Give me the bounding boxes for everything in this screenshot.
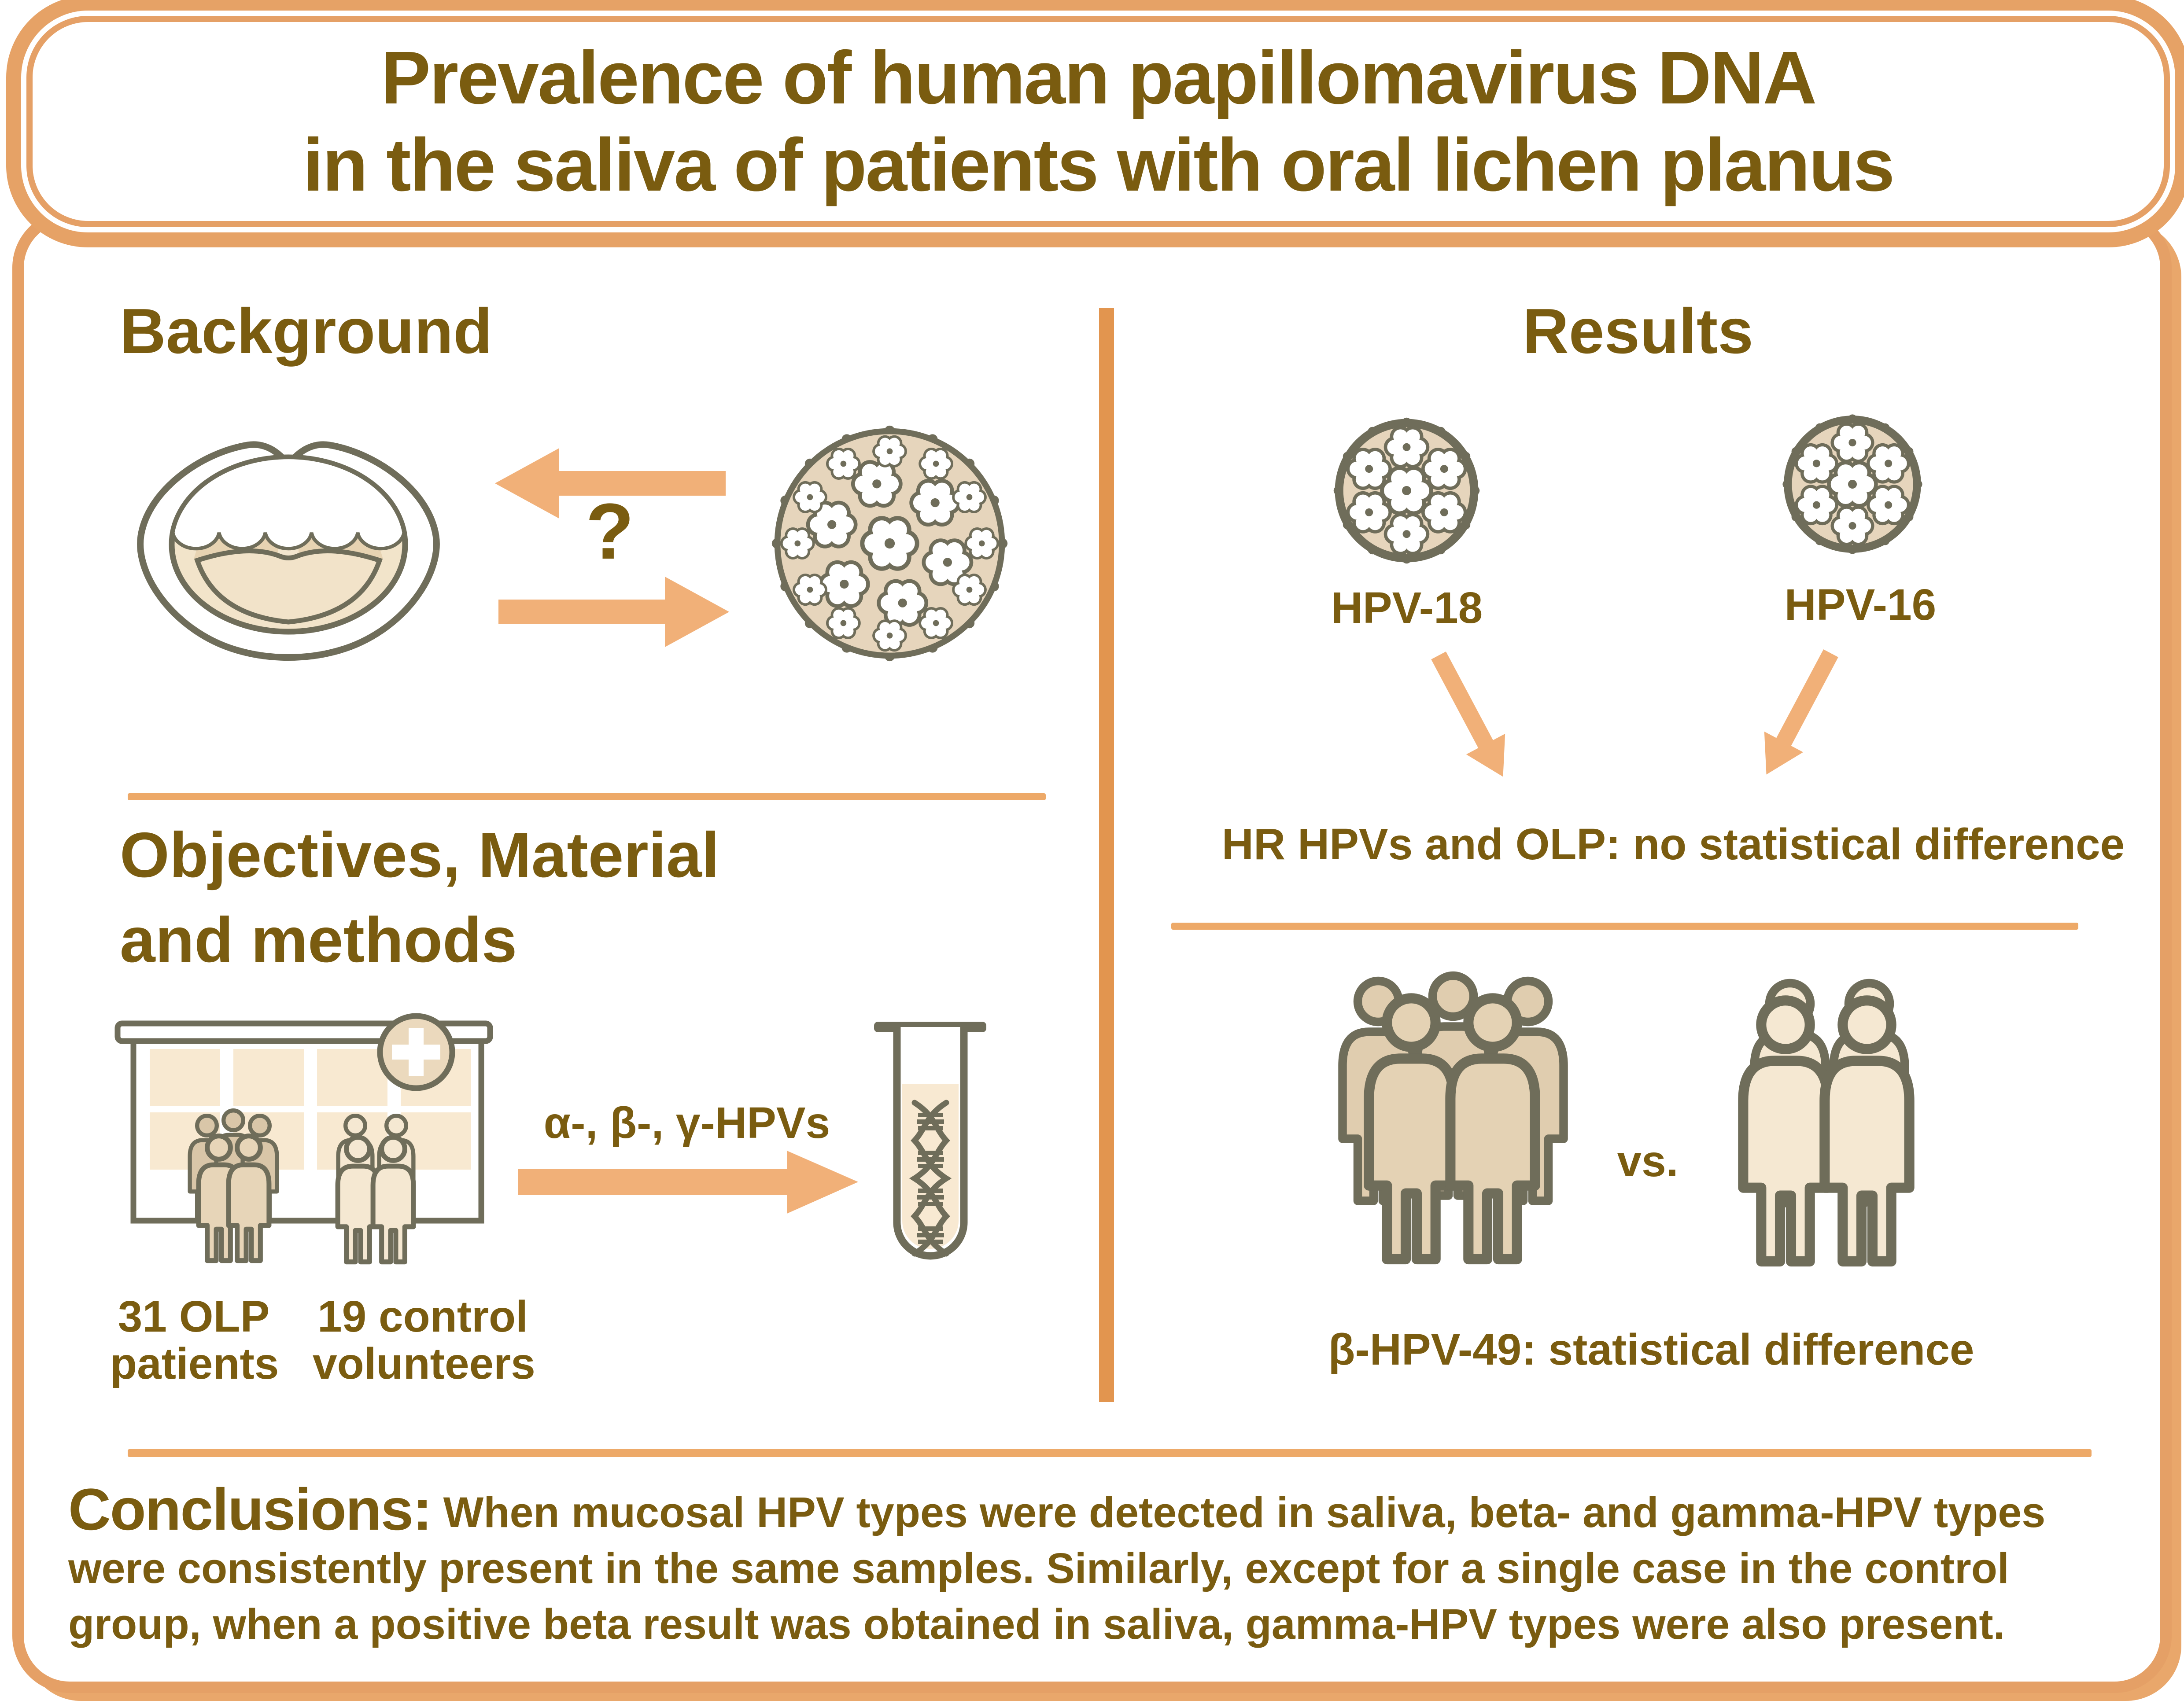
hr-hpv-statement: HR HPVs and OLP: no statistical differen… [1221,820,2125,869]
virus-icon-large [771,425,1008,662]
control-count-label-line2: volunteers [313,1339,535,1388]
methods-arrow-icon [518,1151,858,1214]
title-line-1: Prevalence of human papillomavirus DNA [380,36,1817,120]
vertical-divider [1099,308,1114,1402]
conclusions-divider [128,1449,2092,1457]
conclusions-paragraph: Conclusions: When mucosal HPV types were… [68,1480,2133,1652]
results-divider [1171,923,2078,930]
test-tube-dna-icon [874,1022,986,1260]
results-heading: Results [1523,295,1753,367]
hospital-icon [114,1013,493,1274]
olp-patients-icon [190,1111,277,1261]
olp-group-icon [1339,971,1568,1279]
conclusions-label: Conclusions: [68,1477,432,1542]
arrow-left-icon [495,448,726,519]
olp-count-label-line2: patients [110,1339,279,1388]
hpv18-label: HPV-18 [1331,583,1483,633]
title-box: Prevalence of human papillomavirus DNA i… [26,16,2170,227]
hpv-genera-label: α-, β-, γ-HPVs [543,1098,830,1148]
beta-hpv-statement: β-HPV-49: statistical difference [1328,1325,1974,1374]
vs-label: vs. [1617,1137,1679,1186]
hpv18-arrow-icon [1431,651,1505,777]
conclusions-text: When mucosal HPV types were detected in … [68,1488,2046,1648]
question-mark: ? [586,487,634,576]
medical-cross-icon [377,1013,455,1091]
methods-heading-line-1: Objectives, Material [120,819,719,891]
title-line-2: in the saliva of patients with oral lich… [303,123,1895,207]
olp-count-label-line1: 31 OLP [118,1292,270,1341]
control-group-icon [1733,973,1931,1281]
hpv16-virus-icon [1782,414,1922,554]
methods-heading-line-2: and methods [120,904,517,975]
arrow-right-icon [498,577,729,647]
control-count-label-line1: 19 control [317,1292,528,1341]
hpv18-virus-icon [1333,417,1480,564]
hpv16-arrow-icon [1764,649,1838,775]
mouth-icon [137,441,440,661]
background-heading: Background [120,295,492,367]
hpv16-label: HPV-16 [1784,580,1937,629]
methods-divider [128,793,1046,800]
